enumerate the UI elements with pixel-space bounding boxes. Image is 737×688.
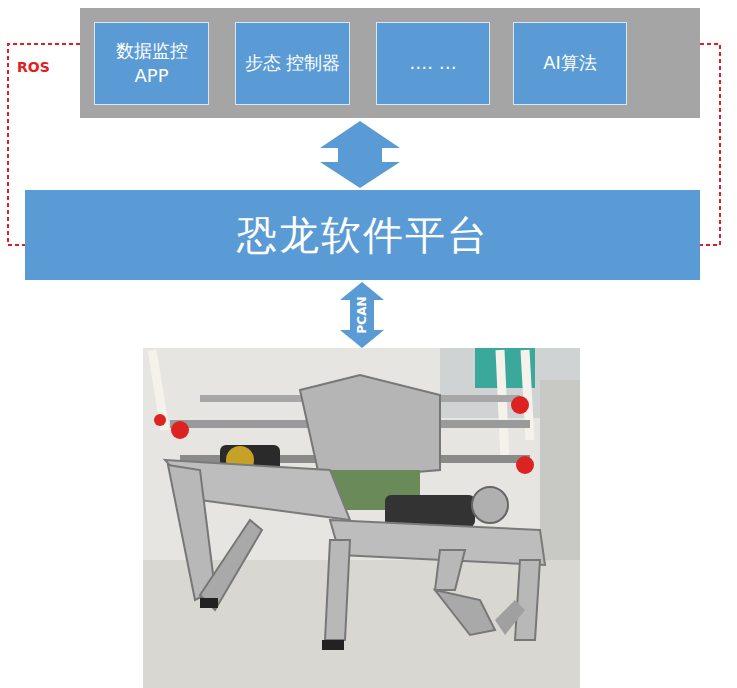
box-label: 数据监控 APP [99, 39, 204, 88]
pcan-label: PCAN [355, 297, 369, 334]
ros-link [700, 44, 720, 245]
module-box: AI算法 [513, 22, 627, 105]
pcan-arrow [340, 282, 384, 348]
platform-band: 恐龙软件平台 [25, 190, 700, 280]
box-label: 步态 控制器 [245, 51, 341, 75]
module-box: 数据监控 APP [94, 22, 209, 105]
box-label: AI算法 [543, 51, 597, 75]
robot-photo [143, 348, 580, 688]
module-box: 步态 控制器 [235, 22, 350, 105]
box-label: …. … [409, 51, 456, 75]
ros-label: ROS [17, 59, 50, 75]
double-arrow [320, 121, 400, 188]
box-label: 恐龙软件平台 [237, 208, 489, 263]
module-box: …. … [376, 22, 490, 105]
